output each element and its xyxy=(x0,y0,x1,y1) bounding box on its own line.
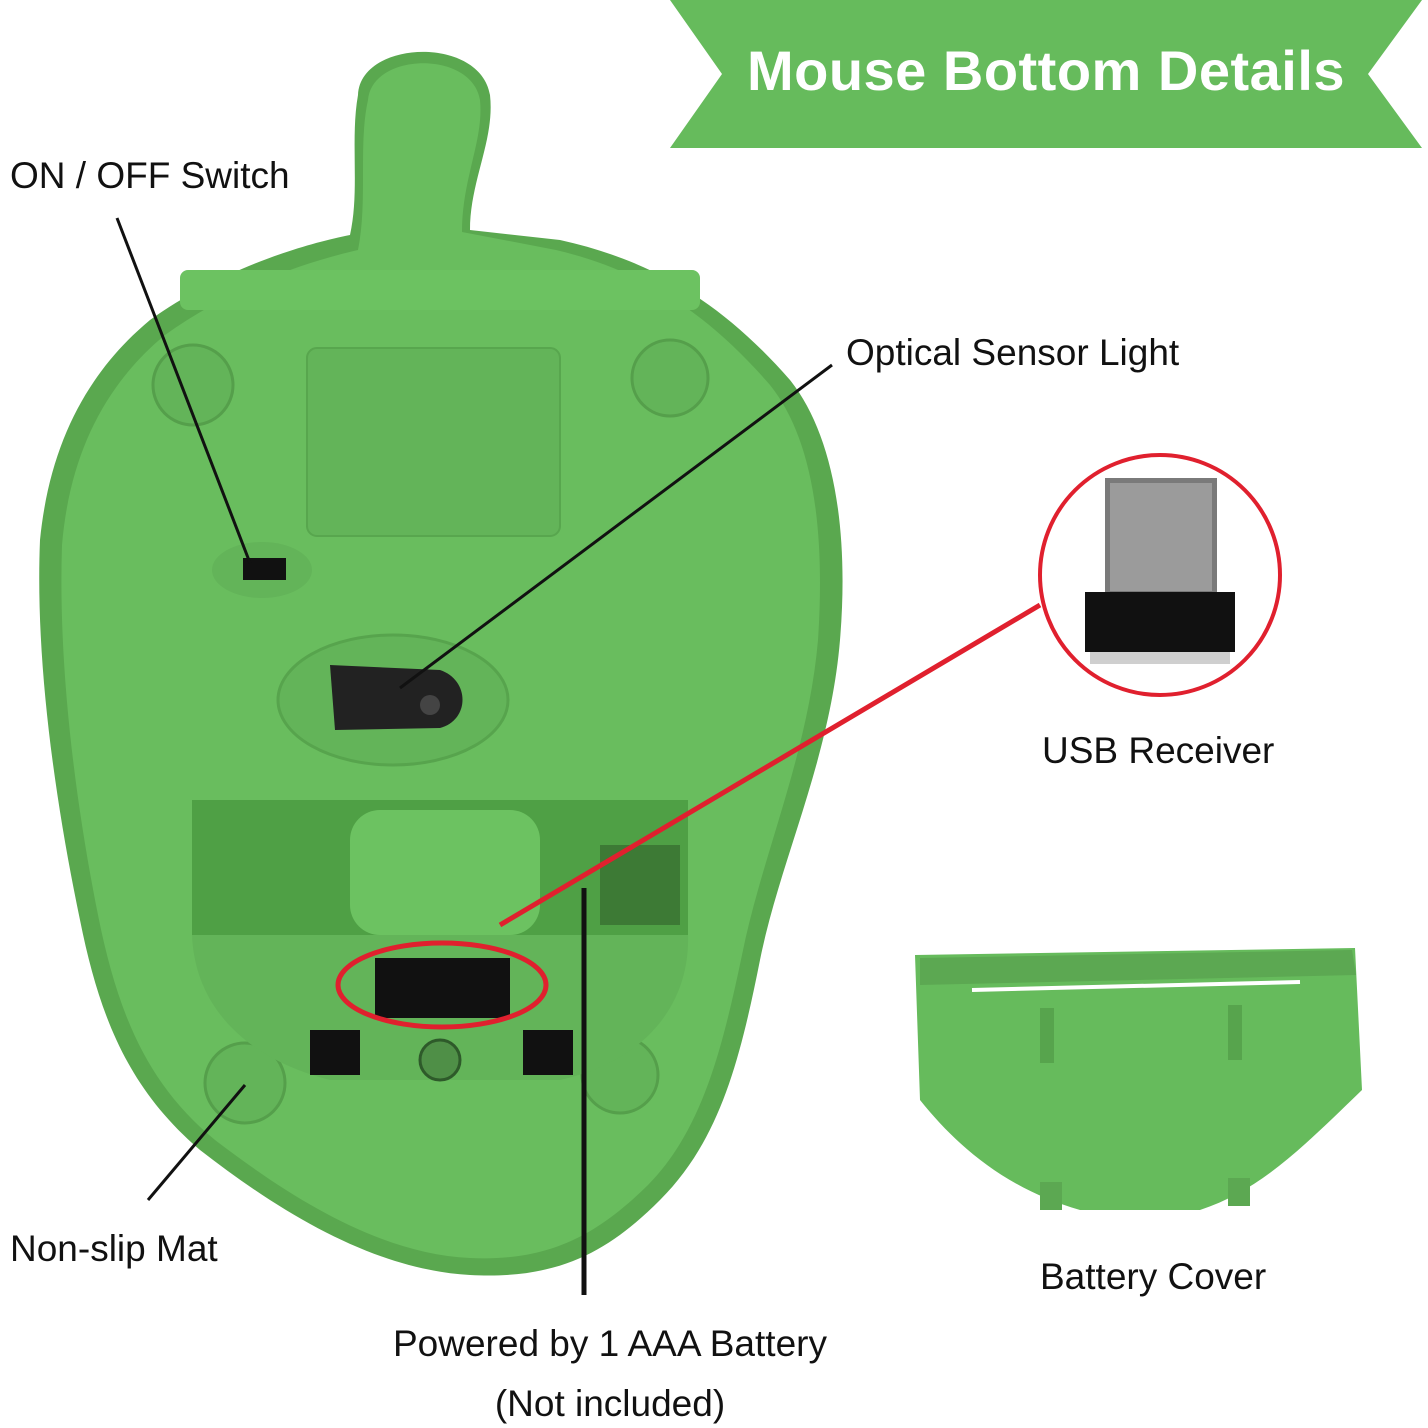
usb-receiver-image xyxy=(1038,453,1282,697)
usb-receiver-label: USB Receiver xyxy=(1042,730,1275,771)
mouse-body xyxy=(39,51,843,1276)
receiver-connector-line xyxy=(498,602,1042,928)
banner-ribbon xyxy=(670,0,1422,148)
banner-title: Mouse Bottom Details xyxy=(746,39,1346,102)
non-slip-pointer-line xyxy=(146,1084,247,1201)
battery-not-included-label: (Not included) xyxy=(494,1383,726,1424)
non-slip-mat-label: Non-slip Mat xyxy=(10,1228,218,1269)
optical-sensor-label: Optical Sensor Light xyxy=(846,332,1180,373)
battery-power-label: Powered by 1 AAA Battery xyxy=(393,1323,827,1364)
receiver-slot-highlight xyxy=(335,940,549,1030)
title-banner: Mouse Bottom Details xyxy=(670,0,1422,148)
on-off-pointer-line xyxy=(115,217,252,564)
battery-cover-image xyxy=(915,948,1362,1210)
on-off-switch-label: ON / OFF Switch xyxy=(10,155,290,196)
battery-cover-label: Battery Cover xyxy=(1040,1256,1267,1297)
optical-pointer-line xyxy=(399,363,833,690)
